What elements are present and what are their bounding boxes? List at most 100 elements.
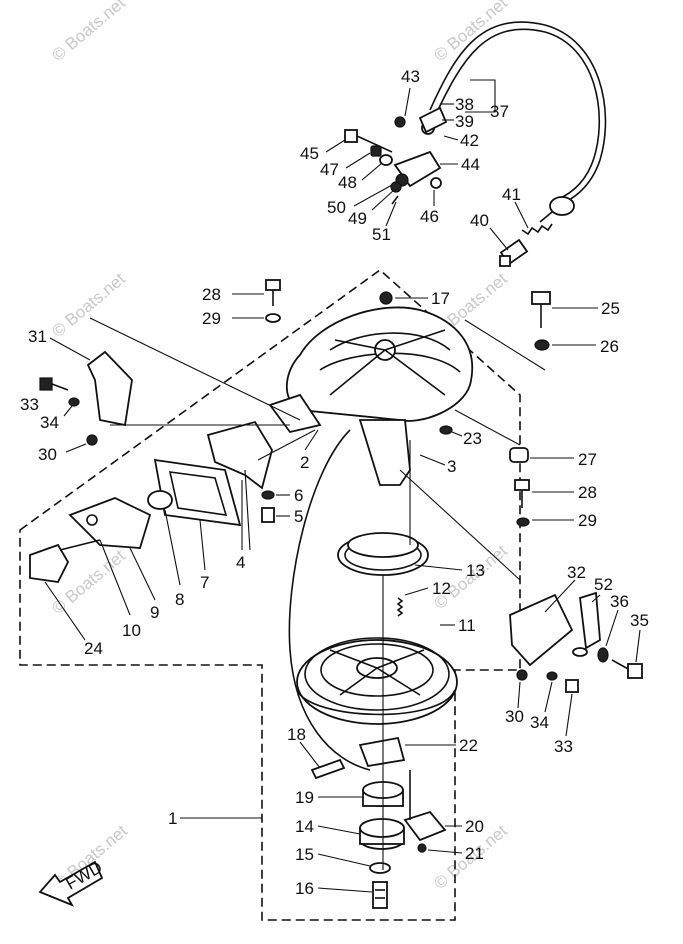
spring-14 <box>359 818 405 850</box>
callout-52: 52 <box>594 575 613 594</box>
collar-47 <box>370 145 382 157</box>
nut-49-50 <box>390 181 402 193</box>
leader-lines <box>89 317 546 870</box>
callout-29a: 29 <box>202 309 221 328</box>
callout-13: 13 <box>466 561 485 580</box>
washer-36 <box>597 647 609 663</box>
lever-32 <box>509 593 574 667</box>
callout-21: 21 <box>465 844 484 863</box>
callout-10: 10 <box>122 621 141 640</box>
pawl-22 <box>358 736 406 768</box>
control-cable <box>429 21 607 206</box>
callout-43: 43 <box>401 67 420 86</box>
sheave-drum-11 <box>296 637 458 725</box>
callout-24: 24 <box>84 639 103 658</box>
washer-26 <box>534 339 550 351</box>
callout-12: 12 <box>432 579 451 598</box>
callout-9: 9 <box>150 603 159 622</box>
watermark-3: © Boats.net <box>48 269 129 341</box>
callout-40: 40 <box>470 211 489 230</box>
washer-29-right <box>516 517 530 527</box>
callout-32: 32 <box>567 563 586 582</box>
callout-1: 1 <box>168 809 177 828</box>
callout-4: 4 <box>236 553 245 572</box>
washer-34-right <box>546 671 558 681</box>
callout-27: 27 <box>578 450 597 469</box>
nut-30-right <box>516 669 528 681</box>
callout-30a: 30 <box>38 445 57 464</box>
screw-5 <box>261 507 275 523</box>
callout-26: 26 <box>600 337 619 356</box>
callout-17: 17 <box>431 289 450 308</box>
callout-33b: 33 <box>554 737 573 756</box>
plate-20 <box>403 770 447 842</box>
bolt-45 <box>344 129 393 153</box>
callout-48: 48 <box>338 173 357 192</box>
callout-20: 20 <box>465 817 484 836</box>
callout-49: 49 <box>348 209 367 228</box>
callout-25: 25 <box>601 299 620 318</box>
cable-bracket <box>391 106 448 205</box>
callout-15: 15 <box>295 845 314 864</box>
bolt-35 <box>611 659 643 679</box>
callout-5: 5 <box>294 507 303 526</box>
callout-23: 23 <box>463 429 482 448</box>
callout-30b: 30 <box>505 707 524 726</box>
callouts: 1 2 3 4 5 6 7 8 9 10 11 12 13 14 15 16 <box>20 67 649 898</box>
link-52 <box>572 591 601 657</box>
bolt-28-right <box>514 479 530 508</box>
callout-41: 41 <box>502 185 521 204</box>
callout-39: 39 <box>455 112 474 131</box>
callout-19: 19 <box>295 788 314 807</box>
bolt-28-top <box>265 279 281 306</box>
callout-14: 14 <box>295 817 314 836</box>
callout-28b: 28 <box>578 483 597 502</box>
watermarks: © Boats.net © Boats.net © Boats.net © Bo… <box>48 0 511 893</box>
grommet-7 <box>153 458 242 527</box>
nut-30 <box>86 434 98 446</box>
callout-2: 2 <box>300 453 309 472</box>
washer-29-top <box>265 313 281 323</box>
callout-8: 8 <box>175 590 184 609</box>
washer-34 <box>68 397 80 407</box>
callout-38: 38 <box>455 95 474 114</box>
callout-37: 37 <box>490 102 509 121</box>
callout-29b: 29 <box>578 511 597 530</box>
case-outline <box>288 429 371 771</box>
bolt-23 <box>439 425 453 435</box>
handle-9 <box>68 497 152 549</box>
callout-11: 11 <box>458 616 476 635</box>
callout-31: 31 <box>28 327 47 346</box>
stopper-24 <box>29 539 101 583</box>
watermark-1: © Boats.net <box>48 0 129 65</box>
bolt-33 <box>39 377 69 391</box>
washer-6 <box>261 490 275 500</box>
rope-8 <box>147 490 173 510</box>
callout-16: 16 <box>295 879 314 898</box>
starter-case <box>268 306 474 486</box>
callout-3: 3 <box>447 457 456 476</box>
screw-33-right <box>565 679 579 693</box>
pin-18 <box>310 758 346 780</box>
callout-6: 6 <box>294 486 303 505</box>
callout-42: 42 <box>460 131 479 150</box>
cable-joint-40 <box>499 238 529 267</box>
washer-15 <box>369 862 391 874</box>
callout-22: 22 <box>459 736 478 755</box>
callout-46: 46 <box>420 207 439 226</box>
callout-51: 51 <box>372 225 391 244</box>
control-cable-inner <box>436 28 601 201</box>
callout-44: 44 <box>461 155 480 174</box>
pin-12 <box>396 597 404 617</box>
callout-33a: 33 <box>20 395 39 414</box>
callout-7: 7 <box>200 573 209 592</box>
washer-48 <box>379 154 393 166</box>
washer-21 <box>417 843 427 853</box>
bracket-4 <box>206 420 273 490</box>
callout-47: 47 <box>320 160 339 179</box>
callout-34a: 34 <box>40 413 59 432</box>
spring-41 <box>521 223 553 236</box>
bolt-25 <box>531 291 551 328</box>
